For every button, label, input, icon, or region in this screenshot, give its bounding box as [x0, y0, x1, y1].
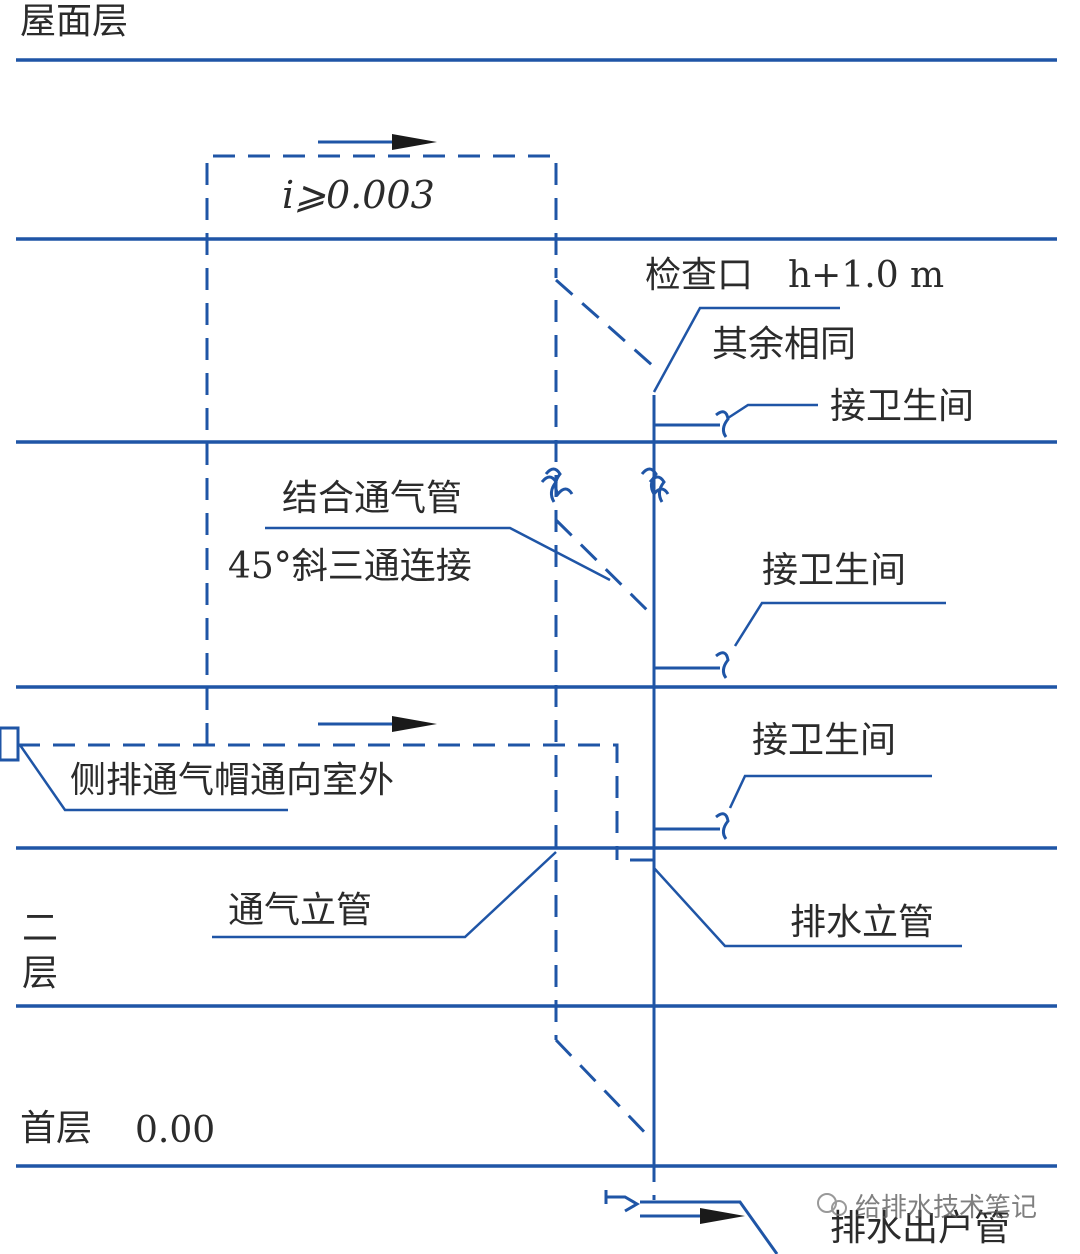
leader-bathroom-low [728, 774, 932, 809]
lower-combined-vent [554, 1038, 654, 1142]
vent-stack-break-icon-2 [540, 475, 558, 503]
second-floor-label-line2: 层 [22, 953, 58, 994]
ground-elevation-label: 0.00 [135, 1110, 215, 1151]
rest-same-label: 其余相同 [712, 324, 856, 365]
drain-piping [604, 395, 779, 1254]
flow-arrows [318, 134, 745, 1224]
drain-stack-label: 排水立管 [790, 902, 934, 943]
vent-piping [18, 154, 656, 1200]
leader-lines [18, 306, 962, 948]
vent-stack-break-icon [544, 467, 574, 497]
drain-stack-break-icon-2 [648, 475, 666, 503]
middle-combined-vent [554, 518, 654, 617]
top-vent-loop [205, 154, 558, 745]
side-vent-cap-label: 侧排通气帽通向室外 [70, 760, 394, 801]
leader-bathroom-top [727, 403, 818, 420]
branch-trap-icon-top [715, 410, 730, 438]
bathroom-label-top: 接卫生间 [830, 386, 974, 427]
watermark: 给排水技术笔记 [817, 1193, 1037, 1223]
side-vent-branch [18, 743, 619, 860]
break-marks [540, 410, 730, 840]
roof-floor-label: 屋面层 [20, 1, 128, 42]
branch-trap-icon-low [715, 812, 730, 840]
wye-connection-label: 45°斜三通连接 [228, 546, 472, 587]
watermark-text: 给排水技术笔记 [855, 1193, 1037, 1223]
bathroom-label-mid: 接卫生间 [762, 550, 906, 591]
top-arrow-icon [392, 134, 437, 150]
outlet-pipe-label: 排水出户管 [830, 1208, 1010, 1249]
bathroom-label-low: 接卫生间 [752, 720, 896, 761]
outlet-arrow-icon [700, 1208, 745, 1224]
wechat-icon-2 [831, 1200, 847, 1216]
combined-vent-label: 结合通气管 [282, 478, 462, 519]
leader-drain-stack [653, 867, 962, 948]
branch-trap-icon-mid [715, 651, 730, 679]
ground-floor-label: 首层 [20, 1108, 92, 1149]
floor-lines [16, 58, 1057, 1168]
side-vent-arrow-icon [392, 716, 437, 732]
upper-combined-vent [555, 278, 653, 367]
leader-bathroom-mid [733, 601, 946, 647]
leader-side-vent [18, 744, 288, 812]
leader-rest-same [652, 306, 840, 393]
leader-wye [265, 526, 611, 582]
slope-label: i⩾0.003 [282, 173, 435, 217]
vent-stack-label: 通气立管 [228, 890, 372, 931]
outlet-pipe-line-1 [640, 1200, 779, 1254]
second-floor-label-line1: 二 [22, 908, 58, 949]
side-vent-cap-icon [0, 726, 20, 762]
outlet-trap-icon [604, 1190, 640, 1213]
cleanout-label: 检查口 [645, 255, 753, 296]
wechat-icon [817, 1193, 837, 1213]
cleanout-height-label: h+1.0 m [788, 255, 944, 296]
leader-vent-stack [212, 851, 557, 939]
